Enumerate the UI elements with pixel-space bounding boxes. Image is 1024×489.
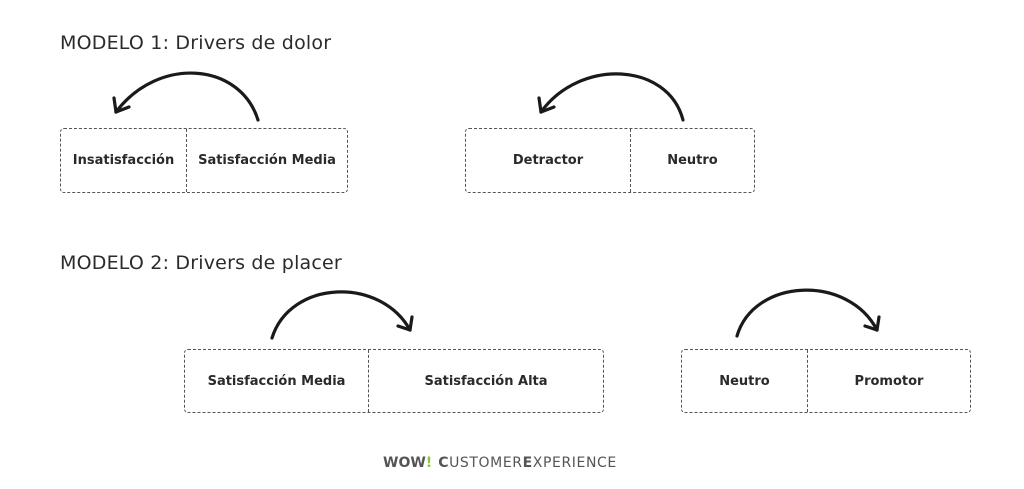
modelo-1-title: MODELO 1: Drivers de dolor [60,32,332,54]
satisfaccion-alta-cell: Satisfacción Alta [368,350,603,412]
neutro-cell: Neutro [630,129,754,192]
arrow-left-modelo-1b [537,72,685,122]
modelo-1-group-a: Insatisfacción Satisfacción Media [60,128,348,193]
modelo-2-group-a: Satisfacción Media Satisfacción Alta [184,349,604,413]
brand-text-experience: XPERIENCE [532,455,617,471]
arrow-right-modelo-2a [270,290,414,340]
satisfaccion-media-cell: Satisfacción Media [186,129,347,192]
modelo-1-group-b: Detractor Neutro [465,128,755,193]
detractor-cell: Detractor [512,153,584,168]
modelo-2-group-b: Neutro Promotor [681,349,971,413]
arrow-right-modelo-2b [735,288,881,338]
arrow-left-modelo-1a [112,71,260,122]
brand-text-customer: USTOMER [449,455,523,471]
satisfaccion-media-cell-2: Satisfacción Media [207,373,346,389]
promotor-cell: Promotor [807,350,970,412]
wow-logo: WOW! [383,455,433,471]
neutro-cell-2: Neutro [719,373,770,389]
brand-initial-c: C [438,455,450,471]
insatisfaccion-cell: Insatisfacción [72,153,175,168]
modelo-2-title: MODELO 2: Drivers de placer [60,252,342,274]
brand-initial-e: E [522,455,533,471]
